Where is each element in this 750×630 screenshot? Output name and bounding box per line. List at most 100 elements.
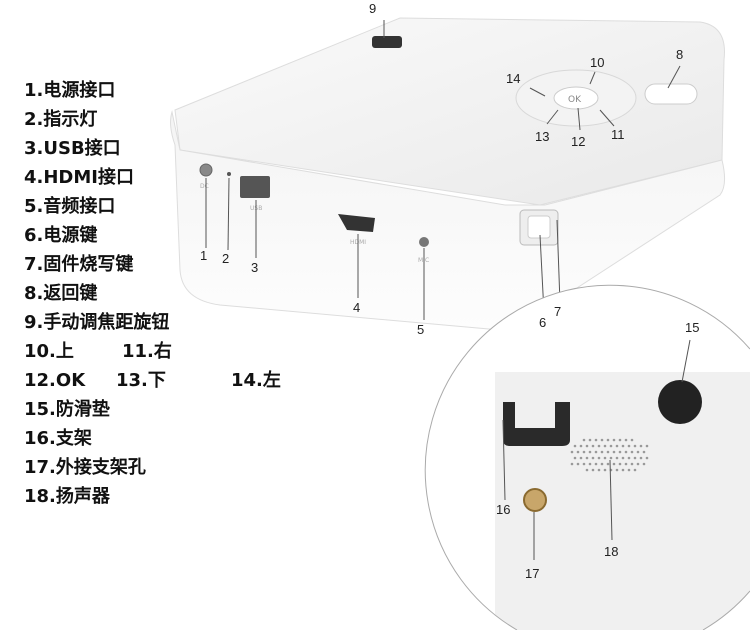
legend-item: 4.HDMI接口: [24, 163, 331, 192]
legend-item-label: 10.上: [24, 341, 74, 362]
speaker-hole: [597, 468, 601, 472]
legend-item-label: 14.左: [231, 370, 281, 391]
speaker-hole: [588, 450, 592, 454]
speaker-hole: [612, 462, 616, 466]
callout-8: 8: [676, 47, 684, 62]
bottom-detail-view: [425, 285, 750, 630]
speaker-hole: [594, 450, 598, 454]
speaker-hole: [630, 438, 634, 442]
indicator-light: [227, 172, 231, 176]
speaker-hole: [591, 444, 595, 448]
speaker-hole: [597, 456, 601, 460]
speaker-hole: [600, 450, 604, 454]
speaker-hole: [615, 456, 619, 460]
speaker-hole: [582, 438, 586, 442]
speaker-hole: [594, 462, 598, 466]
callout-9: 9: [369, 1, 377, 16]
callout-18: 18: [604, 544, 619, 559]
speaker-hole: [615, 444, 619, 448]
legend-item-label: 15.防滑垫: [24, 399, 110, 420]
legend-item: 2.指示灯: [24, 105, 331, 134]
speaker-hole: [636, 450, 640, 454]
speaker-hole: [570, 450, 574, 454]
speaker-hole: [633, 456, 637, 460]
leader-lines: [205, 20, 681, 320]
legend-item-label: 16.支架: [24, 428, 92, 449]
legend-item: 5.音频接口: [24, 192, 331, 221]
legend-item-label: 13.下: [116, 370, 166, 391]
speaker-hole: [609, 444, 613, 448]
ok-marking: OK: [568, 95, 582, 105]
speaker-hole: [645, 456, 649, 460]
speaker-hole: [603, 456, 607, 460]
legend-item-label: 5.音频接口: [24, 196, 116, 217]
stand-hole: [523, 488, 547, 512]
legend-item-label: 17.外接支架孔: [24, 457, 146, 478]
speaker-hole: [585, 468, 589, 472]
speaker-hole: [633, 468, 637, 472]
legend-item-label: 9.手动调焦距旋钮: [24, 312, 170, 333]
speaker-hole: [579, 456, 583, 460]
callout-13: 13: [535, 129, 550, 144]
legend-item: 1.电源接口: [24, 76, 331, 105]
ok-button: [553, 86, 599, 110]
callout-6: 6: [539, 315, 547, 330]
speaker-hole: [576, 462, 580, 466]
back-button: [644, 83, 698, 105]
legend-item-label: 8.返回键: [24, 283, 98, 304]
detail-circle-outline: [424, 284, 750, 630]
dc-port: [199, 163, 213, 177]
speaker-hole: [576, 450, 580, 454]
speaker-hole: [570, 462, 574, 466]
callout-15: 15: [685, 320, 700, 335]
callout-17: 17: [525, 566, 540, 581]
speaker-hole: [594, 438, 598, 442]
speaker-hole: [585, 444, 589, 448]
hdmi-port: [338, 214, 375, 232]
legend-item-label: 11.右: [122, 341, 172, 362]
callout-11: 11: [611, 127, 625, 142]
audio-port: [419, 237, 429, 247]
speaker-hole: [639, 444, 643, 448]
speaker-hole: [630, 462, 634, 466]
callout-5: 5: [417, 322, 425, 337]
legend-item: 7.固件烧写键: [24, 250, 331, 279]
callout-4: 4: [353, 300, 361, 315]
speaker-grille: [570, 438, 649, 472]
callout-2: 2: [222, 251, 230, 266]
legend-item: 3.USB接口: [24, 134, 331, 163]
speaker-hole: [612, 450, 616, 454]
legend-item-label: 4.HDMI接口: [24, 167, 134, 188]
legend-item: 9.手动调焦距旋钮: [24, 308, 331, 337]
speaker-hole: [642, 450, 646, 454]
speaker-hole: [615, 468, 619, 472]
legend-item-label: 18.扬声器: [24, 486, 110, 507]
speaker-hole: [627, 456, 631, 460]
speaker-hole: [582, 462, 586, 466]
callout-3: 3: [251, 260, 259, 275]
speaker-hole: [603, 444, 607, 448]
legend-item-label: 6.电源键: [24, 225, 98, 246]
callout-14: 14: [506, 71, 521, 86]
speaker-hole: [624, 450, 628, 454]
speaker-hole: [618, 462, 622, 466]
legend-item: 17.外接支架孔: [24, 453, 331, 482]
legend-item: 8.返回键: [24, 279, 331, 308]
speaker-hole: [627, 444, 631, 448]
callout-1: 1: [200, 248, 208, 263]
speaker-hole: [573, 444, 577, 448]
speaker-hole: [597, 444, 601, 448]
dc-marking: DC: [200, 183, 209, 190]
speaker-hole: [606, 462, 610, 466]
speaker-hole: [621, 444, 625, 448]
legend-item: 16.支架: [24, 424, 331, 453]
legend-item: 18.扬声器: [24, 482, 331, 511]
speaker-hole: [591, 456, 595, 460]
speaker-hole: [633, 444, 637, 448]
speaker-hole: [630, 450, 634, 454]
speaker-hole: [636, 462, 640, 466]
